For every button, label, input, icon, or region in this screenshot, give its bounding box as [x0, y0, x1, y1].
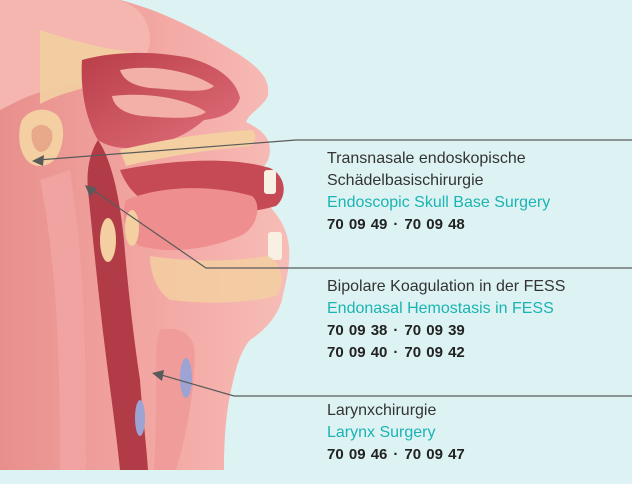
code-separator: ·	[387, 322, 404, 339]
code: 70 09 39	[404, 322, 464, 339]
label-german-line: Transnasale endoskopische	[327, 148, 550, 170]
label-group-hemostasis: Bipolare Koagulation in der FESS Endonas…	[327, 276, 565, 364]
label-german-line: Bipolare Koagulation in der FESS	[327, 276, 565, 298]
mandible	[150, 256, 282, 303]
label-codes-row: 70 09 49·70 09 48	[327, 214, 550, 236]
code: 70 09 49	[327, 216, 387, 233]
code: 70 09 48	[404, 216, 464, 233]
lower-tooth	[268, 232, 282, 260]
code: 70 09 38	[327, 322, 387, 339]
code-separator: ·	[387, 446, 404, 463]
tonsil	[100, 218, 116, 262]
code: 70 09 47	[404, 446, 464, 463]
code: 70 09 40	[327, 344, 387, 361]
cartilage	[135, 400, 145, 436]
upper-tooth	[264, 170, 276, 194]
code: 70 09 42	[404, 344, 464, 361]
label-german-line: Schädelbasischirurgie	[327, 170, 550, 192]
label-english: Endoscopic Skull Base Surgery	[327, 192, 550, 214]
label-codes-row: 70 09 38·70 09 39	[327, 320, 565, 342]
vocal-cord	[180, 358, 192, 398]
label-group-skull-base: Transnasale endoskopische Schädelbasisch…	[327, 148, 550, 236]
code-separator: ·	[387, 216, 404, 233]
label-group-larynx: Larynxchirurgie Larynx Surgery 70 09 46·…	[327, 400, 465, 466]
label-english: Larynx Surgery	[327, 422, 465, 444]
label-english: Endonasal Hemostasis in FESS	[327, 298, 565, 320]
label-codes-row: 70 09 40·70 09 42	[327, 342, 565, 364]
code-separator: ·	[387, 344, 404, 361]
adenoid	[125, 210, 139, 246]
label-codes-row: 70 09 46·70 09 47	[327, 444, 465, 466]
label-german-line: Larynxchirurgie	[327, 400, 465, 422]
code: 70 09 46	[327, 446, 387, 463]
